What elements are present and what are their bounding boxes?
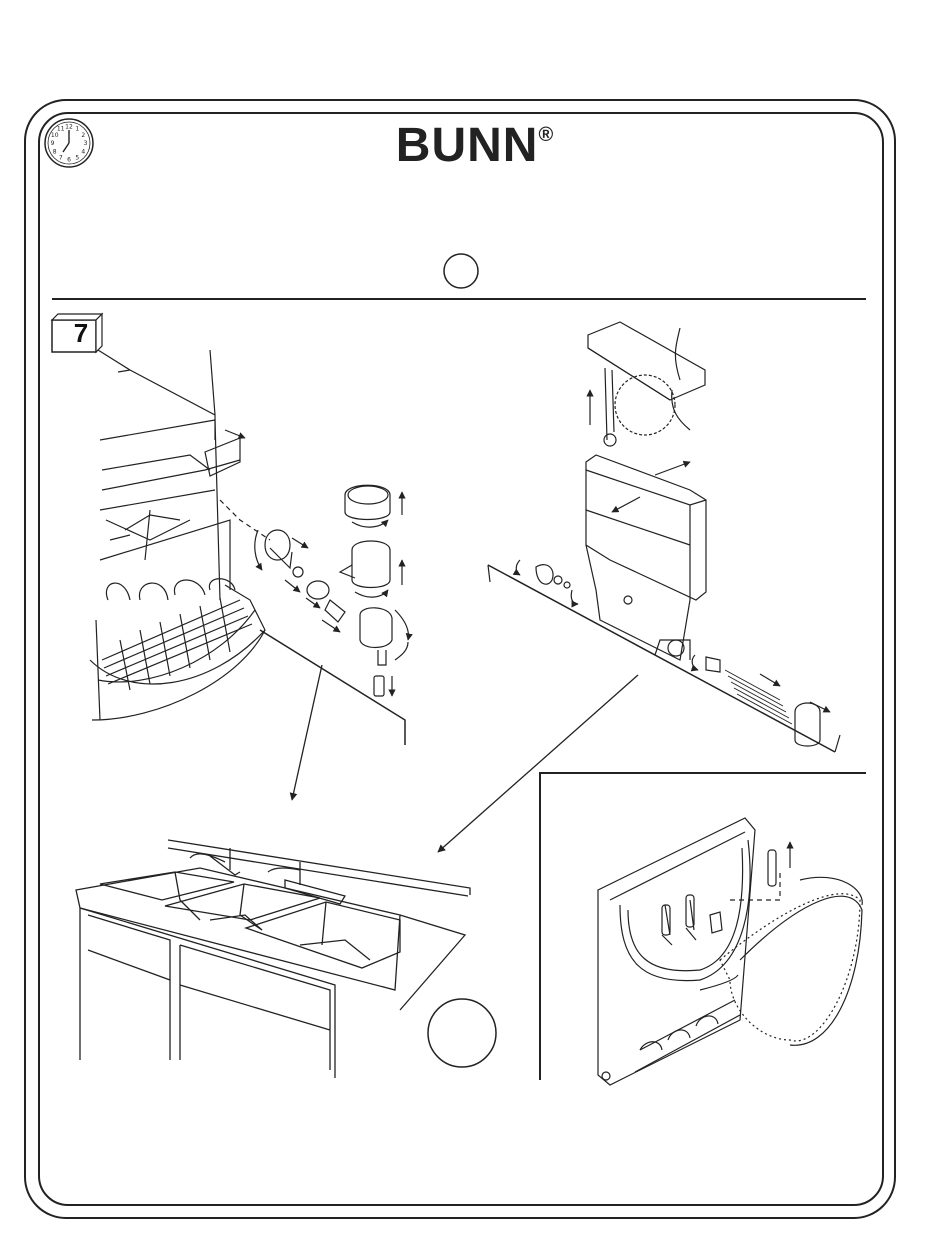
clock-numeral: 1 [75, 126, 79, 133]
sink-illustration [76, 840, 470, 1078]
clock-numeral: 11 [57, 126, 65, 133]
clock-numeral: 12 [65, 124, 73, 131]
clock-numeral: 8 [53, 148, 57, 155]
clock-numeral: 10 [51, 132, 59, 139]
step-badge: 7 [52, 314, 102, 352]
step-number: 7 [62, 318, 100, 348]
arrow-left-to-sink [292, 665, 322, 800]
sink-circle [428, 999, 496, 1067]
header-circle [444, 254, 478, 288]
faucet-parts-exploded [255, 485, 409, 696]
clock-numeral: 9 [51, 140, 55, 147]
arrow-right-to-sink [438, 675, 638, 852]
clock-numeral: 3 [84, 140, 88, 147]
dispenser-front-lamps [598, 818, 862, 1085]
clock-numeral: 6 [67, 157, 71, 164]
hopper-exploded [488, 322, 840, 752]
dispenser-machine-left [90, 350, 405, 745]
clock-numeral: 2 [81, 132, 85, 139]
inset-box [540, 773, 866, 1080]
clock-numeral: 7 [59, 154, 63, 161]
clock-numeral: 4 [81, 148, 85, 155]
clock-numeral: 5 [75, 154, 79, 161]
